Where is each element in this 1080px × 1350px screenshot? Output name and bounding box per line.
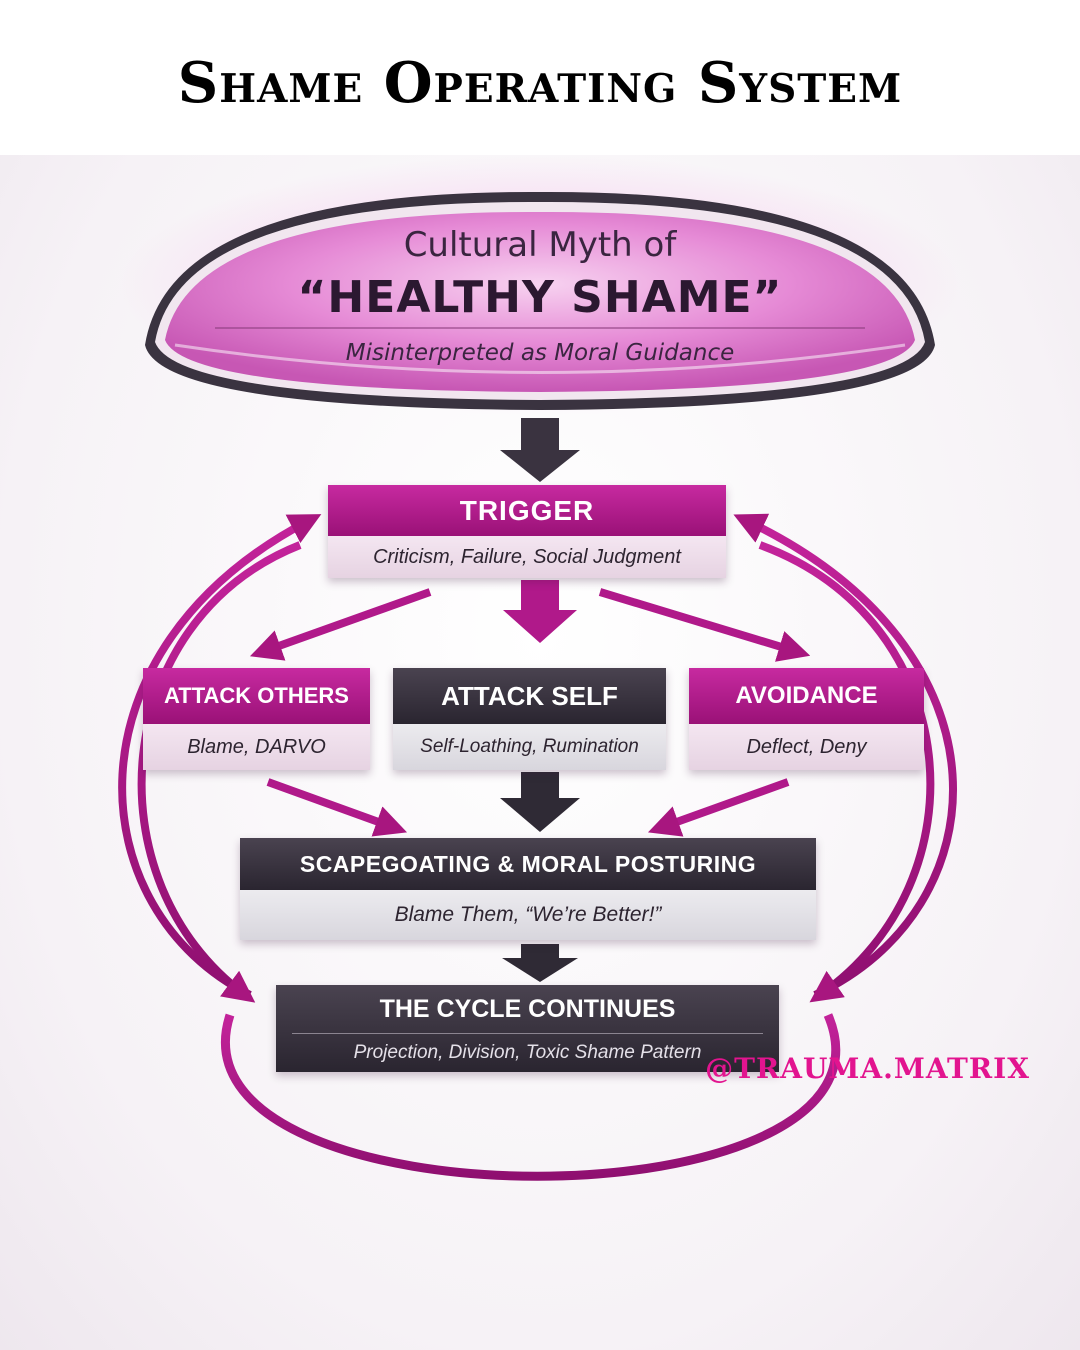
arc-bottom-loop	[221, 1013, 841, 1181]
cycle-subtitle: Projection, Division, Toxic Shame Patter…	[353, 1042, 702, 1063]
attack-self-subtitle: Self-Loathing, Rumination	[393, 724, 666, 770]
arrow-trigger-to-attack-others	[249, 588, 432, 661]
lens-heading: “HEALTHY SHAME”	[297, 272, 783, 323]
scapegoating-subtitle: Blame Them, “We’re Better!”	[240, 890, 816, 940]
trigger-title: TRIGGER	[328, 485, 726, 536]
arrow-attack-self-to-scapegoating	[500, 772, 580, 832]
scapegoating-node: SCAPEGOATING & MORAL POSTURING Blame The…	[240, 838, 816, 940]
page-title: Shame Operating System	[177, 49, 903, 116]
attack-self-node: ATTACK SELF Self-Loathing, Rumination	[393, 668, 666, 770]
lens-caption: Misinterpreted as Moral Guidance	[345, 340, 735, 366]
attack-self-title: ATTACK SELF	[393, 668, 666, 724]
arc-trigger-to-cycle-right	[758, 541, 935, 1003]
arc-cycle-to-trigger-right	[733, 513, 957, 999]
trigger-node: TRIGGER Criticism, Failure, Social Judgm…	[328, 485, 726, 578]
arrow-trigger-to-avoidance	[598, 588, 811, 662]
avoidance-node: AVOIDANCE Deflect, Deny	[689, 668, 924, 770]
arrow-lens-to-trigger	[500, 418, 580, 482]
social-handle: @TRAUMA.MATRIX	[705, 1052, 1030, 1085]
avoidance-title: AVOIDANCE	[689, 668, 924, 724]
arrow-avoidance-to-scapegoating	[647, 778, 790, 837]
lens-shape	[165, 211, 915, 392]
trigger-subtitle: Criticism, Failure, Social Judgment	[328, 536, 726, 578]
cycle-title: THE CYCLE CONTINUES	[379, 994, 676, 1023]
cycle-divider	[292, 1033, 763, 1034]
arc-cycle-to-trigger-left	[118, 514, 322, 999]
arrow-scapegoating-to-cycle	[502, 944, 578, 982]
scapegoating-title: SCAPEGOATING & MORAL POSTURING	[240, 838, 816, 890]
title-band: Shame Operating System	[0, 0, 1080, 155]
cycle-node: THE CYCLE CONTINUES Projection, Division…	[276, 985, 779, 1072]
lens-line-1: Cultural Myth of	[403, 225, 677, 265]
lens-highlight	[174, 343, 906, 374]
avoidance-subtitle: Deflect, Deny	[689, 724, 924, 770]
arrow-trigger-to-attack-self	[503, 580, 577, 643]
attack-others-subtitle: Blame, DARVO	[143, 724, 370, 770]
attack-others-title: ATTACK OTHERS	[143, 668, 370, 724]
arrow-attack-others-to-scapegoating	[266, 778, 408, 837]
attack-others-node: ATTACK OTHERS Blame, DARVO	[143, 668, 370, 770]
